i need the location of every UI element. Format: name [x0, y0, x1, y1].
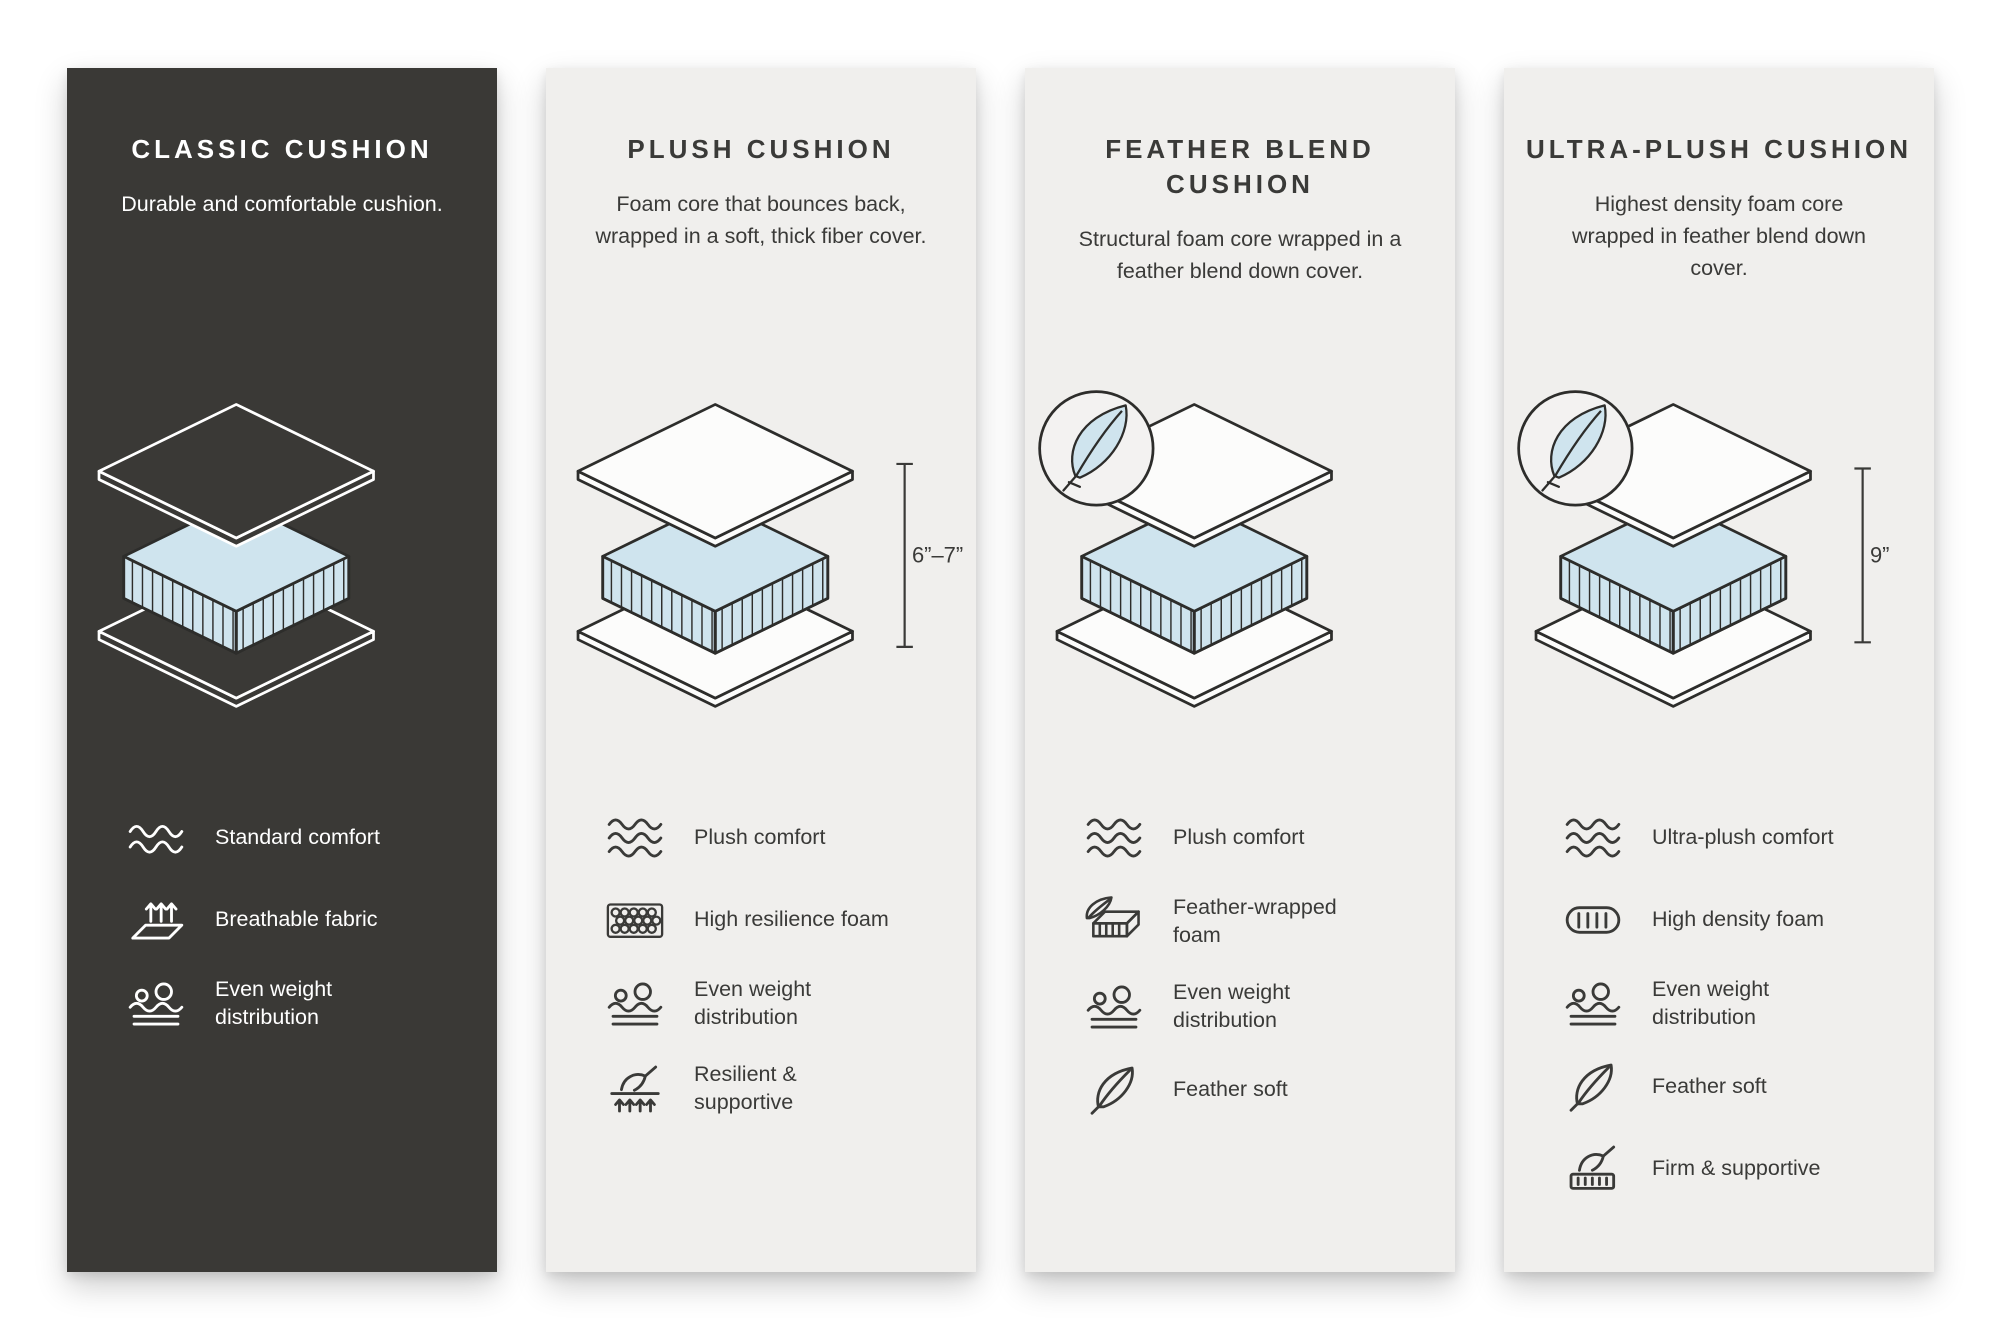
- feature-label: Feather soft: [1173, 1077, 1288, 1102]
- cushion-layers-illustration: 9”: [1504, 377, 1890, 720]
- panel-classic-cushion: CLASSIC CUSHION Durable and comfortable …: [67, 68, 497, 1272]
- dimension-label: 9”: [1870, 543, 1890, 568]
- feature-label: Breathable fabric: [215, 907, 378, 932]
- feature-label: Even weight distribution: [215, 977, 333, 1029]
- cushion-diagram: [67, 364, 497, 734]
- waves-icon: [604, 812, 666, 864]
- feature-row: Even weight distribution: [1562, 976, 1906, 1031]
- cushion-layers-illustration: 6”–7”: [546, 377, 963, 720]
- waves-icon: [1562, 812, 1624, 864]
- panel-description: Structural foam core wrapped in a feathe…: [1078, 227, 1402, 283]
- feature-row: Even weight distribution: [1083, 979, 1427, 1034]
- feature-label: Standard comfort: [215, 825, 380, 850]
- feather-wrapped-foam-icon: [1083, 896, 1145, 948]
- feature-row: Even weight distribution: [125, 976, 469, 1031]
- cushion-layers-illustration: [1025, 377, 1455, 720]
- feather-icon: [1562, 1061, 1624, 1113]
- feature-row: Feather-wrapped foam: [1083, 894, 1427, 949]
- feature-label: High density foam: [1652, 907, 1825, 932]
- waves-icon: [125, 812, 187, 864]
- panel-title: CLASSIC CUSHION: [131, 134, 433, 164]
- feature-label: Ultra-plush comfort: [1652, 825, 1834, 850]
- feature-list: Ultra-plush comfort High density foam Ev…: [1504, 812, 1934, 1195]
- feather-icon: [1083, 1064, 1145, 1116]
- feature-label: Feather soft: [1652, 1074, 1767, 1099]
- even-weight-icon: [604, 978, 666, 1030]
- breathable-fabric-icon: [125, 894, 187, 946]
- feature-label: High resilience foam: [694, 907, 889, 932]
- panel-description: Highest density foam core wrapped in fea…: [1571, 192, 1867, 280]
- feature-list: Plush comfort High resilience foam Even …: [546, 812, 976, 1116]
- feature-row: Firm & supportive: [1562, 1143, 1906, 1195]
- cushion-diagram: [1025, 364, 1455, 734]
- feature-row: Breathable fabric: [125, 894, 469, 946]
- feature-list: Plush comfort Feather-wrapped foam Even …: [1025, 812, 1455, 1116]
- feature-row: Even weight distribution: [604, 976, 948, 1031]
- resilient-supportive-icon: [604, 1063, 666, 1115]
- even-weight-icon: [1562, 978, 1624, 1030]
- high-density-foam-icon: [1562, 894, 1624, 946]
- feature-row: Resilient & supportive: [604, 1061, 948, 1116]
- feature-label: Even weight distribution: [1173, 980, 1291, 1032]
- feature-label: Firm & supportive: [1652, 1156, 1821, 1181]
- panel-header: FEATHER BLEND CUSHION Structural foam co…: [1025, 132, 1455, 364]
- feature-label: Even weight distribution: [1652, 977, 1770, 1029]
- panel-title: FEATHER BLEND CUSHION: [1105, 134, 1375, 200]
- even-weight-icon: [125, 978, 187, 1030]
- dimension-label: 6”–7”: [912, 543, 963, 568]
- cushion-diagram: 9”: [1504, 364, 1934, 734]
- panel-description: Foam core that bounces back, wrapped in …: [595, 192, 927, 248]
- feature-row: High resilience foam: [604, 894, 948, 946]
- dimension-indicator: 6”–7”: [896, 463, 963, 649]
- panel-plush-cushion: PLUSH CUSHION Foam core that bounces bac…: [546, 68, 976, 1272]
- panel-title: ULTRA-PLUSH CUSHION: [1525, 134, 1913, 164]
- panel-title: PLUSH CUSHION: [627, 134, 895, 164]
- panel-header: ULTRA-PLUSH CUSHION Highest density foam…: [1504, 132, 1934, 364]
- feature-row: Feather soft: [1562, 1061, 1906, 1113]
- feature-row: Plush comfort: [1083, 812, 1427, 864]
- even-weight-icon: [1083, 981, 1145, 1033]
- waves-icon: [1083, 812, 1145, 864]
- feature-list: Standard comfort Breathable fabric Even …: [67, 812, 497, 1031]
- firm-supportive-icon: [1562, 1143, 1624, 1195]
- panel-header: PLUSH CUSHION Foam core that bounces bac…: [546, 132, 976, 364]
- feature-row: Feather soft: [1083, 1064, 1427, 1116]
- panel-description: Durable and comfortable cushion.: [121, 192, 443, 217]
- feather-badge: [1519, 392, 1632, 505]
- feature-row: Plush comfort: [604, 812, 948, 864]
- dimension-indicator: 9”: [1854, 467, 1890, 644]
- feature-label: Even weight distribution: [694, 977, 812, 1029]
- cushion-layers-illustration: [67, 377, 497, 720]
- panel-header: CLASSIC CUSHION Durable and comfortable …: [67, 132, 497, 364]
- feature-row: High density foam: [1562, 894, 1906, 946]
- cushion-diagram: 6”–7”: [546, 364, 976, 734]
- feature-label: Feather-wrapped foam: [1173, 895, 1337, 947]
- feature-row: Standard comfort: [125, 812, 469, 864]
- feather-badge: [1040, 392, 1153, 505]
- panel-feather-blend-cushion: FEATHER BLEND CUSHION Structural foam co…: [1025, 68, 1455, 1272]
- feature-row: Ultra-plush comfort: [1562, 812, 1906, 864]
- cushion-comparison: CLASSIC CUSHION Durable and comfortable …: [67, 68, 1934, 1272]
- feature-label: Plush comfort: [694, 825, 826, 850]
- resilience-foam-icon: [604, 894, 666, 946]
- panel-ultra-plush-cushion: ULTRA-PLUSH CUSHION Highest density foam…: [1504, 68, 1934, 1272]
- feature-label: Resilient & supportive: [694, 1062, 797, 1114]
- feature-label: Plush comfort: [1173, 825, 1305, 850]
